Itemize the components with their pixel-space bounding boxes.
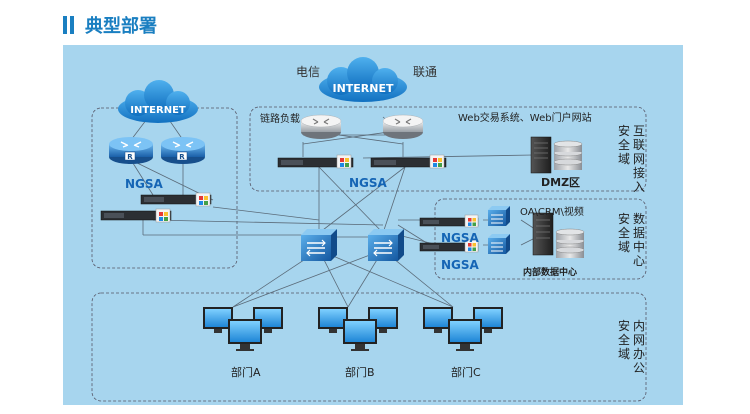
title-bar-mark — [63, 16, 67, 34]
router-icon: R — [161, 137, 205, 164]
ngsa-appliance-icon — [140, 192, 212, 207]
zone-office-label: 安全域 内网办公 — [618, 318, 645, 375]
ngsa-label: NGSA — [349, 176, 388, 190]
department-label: 部门A — [231, 365, 261, 379]
department-a-computers — [203, 307, 283, 351]
department-c-computers — [423, 307, 503, 351]
ngsa-label: NGSA — [441, 231, 480, 245]
internal-data-center-label: 内部数据中心 — [523, 266, 577, 278]
zone-internet-access — [249, 106, 647, 192]
link-balancer-router-icon — [300, 114, 342, 139]
monitor-icon — [423, 307, 453, 333]
ngsa-label: NGSA — [441, 258, 480, 272]
core-switch-icon — [368, 229, 404, 261]
monitor-icon — [343, 319, 377, 351]
zone-data-center-label: 安全域 数据中心 — [618, 211, 645, 268]
router-icon: R — [109, 137, 153, 164]
zone-office — [91, 292, 647, 402]
storage-icon — [553, 140, 583, 170]
switch-icon — [488, 206, 510, 226]
department-label: 部门C — [451, 365, 481, 379]
datacenter-apps-label: OA\CRM\视频 — [520, 205, 584, 218]
department-label: 部门B — [345, 365, 375, 379]
monitor-icon — [448, 319, 482, 351]
web-systems-label: Web交易系统、Web门户网站 — [458, 111, 592, 124]
ngsa-label: NGSA — [125, 177, 164, 191]
department-b-computers — [318, 307, 398, 351]
ngsa-appliance-icon — [419, 214, 479, 228]
zone-data-center — [434, 198, 647, 280]
internet-label-left: INTERNET — [130, 105, 186, 116]
monitor-icon — [228, 319, 262, 351]
monitor-icon — [203, 307, 233, 333]
dmz-label: DMZ区 — [541, 176, 580, 189]
internet-cloud-icon — [118, 80, 198, 123]
switch-icon — [488, 234, 510, 254]
core-switch-icon — [301, 229, 337, 261]
router-badge: R — [127, 153, 133, 161]
ngsa-appliance-icon — [277, 154, 354, 169]
section-title: 典型部署 — [85, 16, 157, 37]
router-badge: R — [179, 153, 185, 161]
isp-telecom-label: 电信 — [296, 65, 320, 79]
ngsa-appliance-icon — [370, 154, 447, 169]
title-bar-mark — [70, 16, 74, 34]
server-icon — [530, 136, 552, 174]
internet-cloud-icon — [319, 57, 407, 102]
zone-left-internet — [91, 107, 238, 269]
ngsa-appliance-icon — [419, 239, 479, 253]
monitor-icon — [318, 307, 348, 333]
zone-internet-access-label: 安全域 互联网接入 — [618, 123, 645, 194]
server-icon — [532, 212, 554, 256]
network-links — [130, 110, 542, 308]
isp-unicom-label: 联通 — [413, 65, 437, 79]
deployment-diagram: INTERNET INTERNET 电信 联通 R R 链路负载 — [63, 45, 683, 405]
storage-icon — [555, 228, 585, 258]
link-balancer-router-icon — [382, 114, 424, 139]
link-balance-label: 链路负载 — [260, 112, 300, 125]
ngsa-appliance-icon — [100, 208, 172, 223]
internet-label-top: INTERNET — [332, 82, 394, 95]
section-header: 典型部署 — [63, 14, 157, 37]
